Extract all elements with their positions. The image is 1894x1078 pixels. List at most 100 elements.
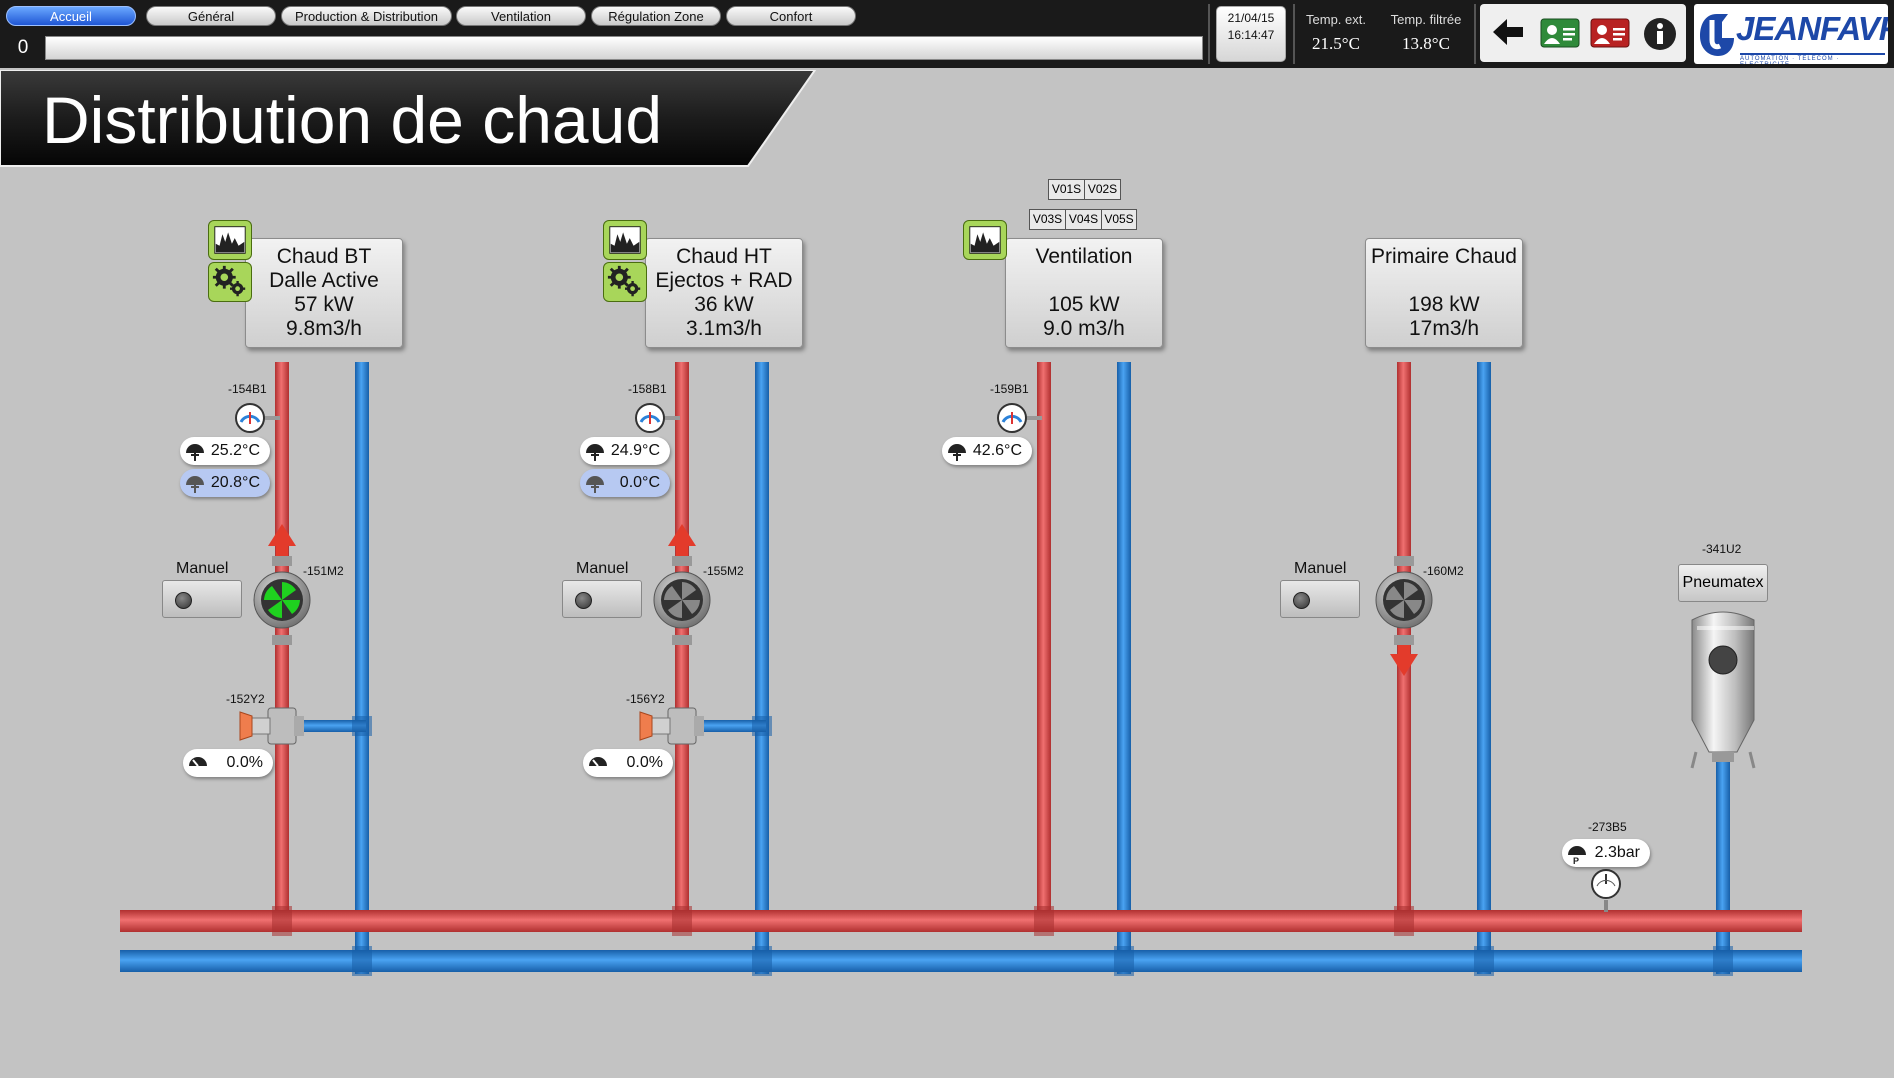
- date-text: 21/04/15: [1227, 11, 1275, 25]
- trend-chart-icon[interactable]: [603, 220, 647, 260]
- valve-tag-v03s[interactable]: V03S: [1029, 209, 1066, 230]
- setpoint-readout[interactable]: 20.8°C: [180, 469, 270, 497]
- temperature-readout[interactable]: 25.2°C: [180, 437, 270, 465]
- pressure-sensor-tag: -273B5: [1588, 820, 1627, 834]
- pump-icon: [253, 556, 311, 645]
- manual-mode-button[interactable]: [562, 580, 642, 618]
- logo-name: JEANFAVRE: [1736, 10, 1888, 47]
- circuit-name: Chaud BT: [276, 245, 372, 268]
- valve-opening-readout[interactable]: 0.0%: [583, 749, 673, 777]
- circuit-power: 198 kW: [1408, 293, 1480, 316]
- valve-opening-readout[interactable]: 0.0%: [183, 749, 273, 777]
- cold-header-pipe: [120, 950, 1802, 972]
- manual-mode-button[interactable]: [162, 580, 242, 618]
- cold-riser-pipe: [1716, 760, 1730, 974]
- nav-tab-ventilation[interactable]: Ventilation: [456, 6, 586, 26]
- nav-tab-production-distribution[interactable]: Production & Distribution: [281, 6, 452, 26]
- divider: [1474, 4, 1476, 64]
- pressure-gauge-icon: P: [1568, 846, 1586, 865]
- back-arrow-icon[interactable]: [1490, 14, 1526, 50]
- settings-gears-icon[interactable]: [208, 262, 252, 302]
- expansion-tank-icon: [1690, 611, 1756, 769]
- cold-riser-pipe: [1477, 362, 1491, 974]
- temperature-readout[interactable]: 24.9°C: [580, 437, 670, 465]
- hot-riser-pipe: [275, 362, 289, 922]
- valve-tag-v02s[interactable]: V02S: [1084, 179, 1121, 200]
- circuit-subname: [1366, 269, 1522, 293]
- valve-gauge-icon: [589, 757, 607, 767]
- hot-riser-pipe: [1397, 362, 1411, 922]
- action-icon-panel: [1480, 4, 1686, 62]
- setpoint-readout[interactable]: 0.0°C: [580, 469, 670, 497]
- temperature-value: 24.9°C: [610, 442, 660, 459]
- status-led: [175, 592, 192, 609]
- status-led: [1293, 592, 1310, 609]
- trend-chart-icon[interactable]: [208, 220, 252, 260]
- circuit-box-primaire-chaud: Primaire Chaud 198 kW 17m3/h: [1365, 238, 1523, 348]
- circuit-subname: Dalle Active: [269, 269, 379, 292]
- pneumatex-button[interactable]: Pneumatex: [1678, 564, 1768, 602]
- nav-tab-general[interactable]: Général: [146, 6, 276, 26]
- three-way-valve-icon: [639, 707, 704, 745]
- divider: [1293, 4, 1295, 64]
- circuit-box-chaud-ht: Chaud HT Ejectos + RAD 36 kW 3.1m3/h: [645, 238, 803, 348]
- status-led: [575, 592, 592, 609]
- flow-down-arrow-icon: [1390, 640, 1418, 676]
- temperature-gauge-icon: [948, 444, 966, 461]
- alarm-count: 0: [17, 37, 29, 58]
- sensor-tag: -159B1: [990, 382, 1029, 396]
- valve-tag-v05s[interactable]: V05S: [1101, 209, 1137, 230]
- hot-riser-pipe: [1037, 362, 1051, 922]
- temperature-readout[interactable]: 42.6°C: [942, 437, 1032, 465]
- manual-mode-label: Manuel: [176, 560, 229, 577]
- title-banner: Distribution de chaud: [0, 70, 820, 168]
- user-logout-icon[interactable]: [1590, 18, 1630, 48]
- hot-header-pipe: [120, 910, 1802, 932]
- top-bar: Accueil Général Production & Distributio…: [0, 0, 1894, 68]
- thermometer-icon: [997, 403, 1042, 433]
- pressure-gauge-icon: [1591, 869, 1621, 912]
- nav-tab-regulation-zone[interactable]: Régulation Zone: [591, 6, 721, 26]
- date-time-display: 21/04/15 16:14:47: [1216, 6, 1286, 62]
- circuit-power: 57 kW: [294, 293, 354, 316]
- pressure-value: 2.3bar: [1594, 844, 1640, 861]
- manual-mode-button[interactable]: [1280, 580, 1360, 618]
- temperature-gauge-icon: [186, 476, 204, 493]
- settings-gears-icon[interactable]: [603, 262, 647, 302]
- user-login-icon[interactable]: [1540, 18, 1580, 48]
- time-text: 16:14:47: [1227, 28, 1275, 42]
- temperature-gauge-icon: [186, 444, 204, 461]
- circuit-flow: 3.1m3/h: [686, 317, 762, 340]
- alarm-bar[interactable]: [45, 36, 1203, 60]
- pump-tag: -160M2: [1423, 564, 1464, 578]
- pump-tag: -155M2: [703, 564, 744, 578]
- circuit-name: Chaud HT: [676, 245, 772, 268]
- manual-mode-label: Manuel: [1294, 560, 1347, 577]
- valve-tag: -152Y2: [226, 692, 265, 706]
- temp-filtered-label: Temp. filtrée: [1390, 12, 1462, 27]
- info-icon[interactable]: [1642, 16, 1678, 52]
- temperature-value: 42.6°C: [972, 442, 1022, 459]
- valve-tag-v04s[interactable]: V04S: [1065, 209, 1102, 230]
- circuit-power: 105 kW: [1048, 293, 1120, 316]
- temp-ext-value: 21.5°C: [1312, 34, 1360, 53]
- logo-tagline: AUTOMATION · TELECOM · ELECTRICITE: [1740, 53, 1885, 64]
- pressure-readout[interactable]: P 2.3bar: [1562, 839, 1650, 867]
- temperature-gauge-icon: [586, 476, 604, 493]
- flow-up-arrow-icon: [668, 524, 696, 560]
- valve-tag-v01s[interactable]: V01S: [1048, 179, 1085, 200]
- logo-mark-icon: [1700, 14, 1734, 56]
- setpoint-value: 20.8°C: [210, 474, 260, 491]
- circuit-flow: 9.0 m3/h: [1043, 317, 1125, 340]
- circuit-flow: 17m3/h: [1408, 317, 1480, 340]
- cold-riser-pipe: [1117, 362, 1131, 974]
- valve-opening-value: 0.0%: [226, 754, 263, 771]
- nav-tab-accueil[interactable]: Accueil: [6, 6, 136, 26]
- divider: [1208, 4, 1210, 64]
- svg-text:P: P: [1573, 856, 1579, 865]
- trend-chart-icon[interactable]: [963, 220, 1007, 260]
- nav-tab-confort[interactable]: Confort: [726, 6, 856, 26]
- bypass-pipe: [290, 720, 366, 732]
- circuit-subname: [1006, 269, 1162, 293]
- bypass-pipe: [690, 720, 766, 732]
